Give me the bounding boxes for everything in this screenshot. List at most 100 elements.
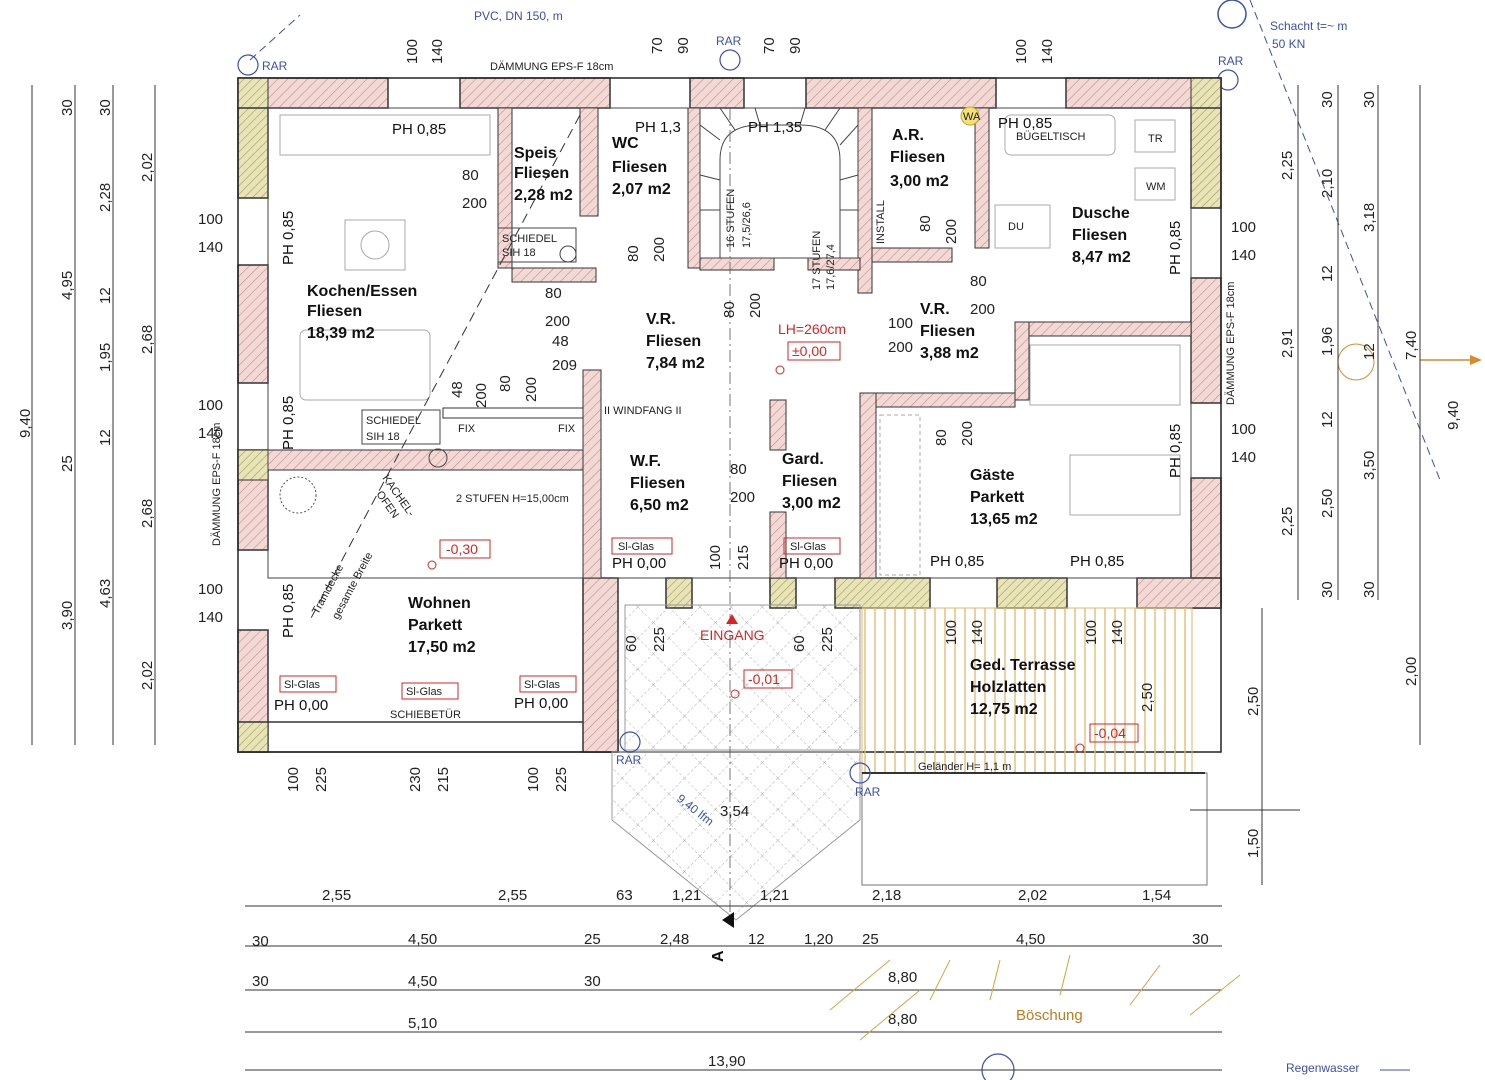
svg-text:12: 12 (1319, 265, 1336, 282)
svg-text:9,40: 9,40 (17, 409, 34, 438)
terrace-step (861, 772, 1208, 886)
glass-label: Sl-Glas (790, 541, 827, 553)
svg-text:140: 140 (198, 609, 223, 626)
room-labels: Kochen/Essen Fliesen 18,39 m2 Speis Flie… (307, 127, 1131, 718)
level-value: -0,04 (1094, 725, 1126, 741)
svg-text:Fliesen: Fliesen (612, 159, 667, 176)
svg-text:Holzlatten: Holzlatten (970, 679, 1046, 696)
svg-text:V.R.: V.R. (920, 301, 950, 318)
svg-text:3,50: 3,50 (1361, 451, 1378, 480)
svg-text:2,28: 2,28 (97, 183, 114, 212)
svg-text:100: 100 (1231, 219, 1256, 236)
svg-text:100: 100 (1083, 620, 1100, 645)
svg-text:2,02: 2,02 (139, 153, 156, 182)
ph-label: PH 1,35 (748, 119, 802, 136)
svg-text:100: 100 (285, 767, 302, 792)
entrance-label: EINGANG (700, 627, 765, 643)
svg-text:80: 80 (721, 301, 738, 318)
svg-text:200: 200 (651, 237, 668, 262)
room-wohnen: Wohnen Parkett 17,50 m2 (408, 595, 476, 656)
svg-text:3,90: 3,90 (59, 601, 76, 630)
rar-label: RAR (716, 34, 742, 48)
room-ar: A.R. Fliesen 3,00 m2 (890, 127, 949, 190)
room-wc: WC Fliesen 2,07 m2 (612, 135, 671, 198)
svg-text:1,96: 1,96 (1319, 327, 1336, 356)
arrow-head (1470, 355, 1482, 365)
svg-text:3,00 m2: 3,00 m2 (782, 495, 841, 512)
stairs-label: 16 STUFEN (725, 189, 737, 248)
svg-text:100: 100 (1013, 39, 1030, 64)
svg-text:12: 12 (97, 287, 114, 304)
svg-text:9,40: 9,40 (1445, 401, 1462, 430)
svg-text:80: 80 (545, 285, 562, 302)
glass-box (279, 675, 337, 693)
level-marker (427, 560, 437, 570)
svg-text:2,55: 2,55 (322, 887, 351, 904)
svg-text:63: 63 (616, 887, 633, 904)
svg-text:140: 140 (1109, 620, 1126, 645)
railing-label: Geländer H= 1,1 m (918, 761, 1011, 773)
svg-text:WC: WC (612, 135, 639, 152)
svg-text:100: 100 (525, 767, 542, 792)
pipe-note: PVC, DN 150, m (474, 9, 563, 23)
svg-text:V.R.: V.R. (646, 311, 676, 328)
svg-text:60: 60 (623, 635, 640, 652)
svg-text:2,02: 2,02 (139, 661, 156, 690)
svg-text:12,75 m2: 12,75 m2 (970, 701, 1038, 718)
svg-text:13,90: 13,90 (708, 1053, 746, 1070)
svg-text:1,54: 1,54 (1142, 887, 1171, 904)
svg-text:12: 12 (1361, 343, 1378, 360)
ph-label: PH 0,85 (280, 584, 297, 638)
svg-text:25: 25 (584, 931, 601, 948)
svg-text:90: 90 (787, 37, 804, 54)
svg-text:Gäste: Gäste (970, 467, 1015, 484)
svg-text:4,50: 4,50 (408, 973, 437, 990)
svg-text:140: 140 (429, 39, 446, 64)
chimney-label: SIH 18 (366, 431, 400, 443)
glass-box (611, 537, 673, 555)
chimney-box (497, 227, 577, 263)
ph-label: PH 0,00 (779, 555, 833, 572)
svg-text:48: 48 (449, 381, 466, 398)
rar-label: RAR (616, 753, 642, 767)
svg-text:2,07 m2: 2,07 m2 (612, 181, 671, 198)
svg-text:30: 30 (252, 933, 269, 950)
dims-bottom-text: 2,55 2,55 63 1,21 1,21 2,18 2,02 1,54 3,… (252, 803, 1209, 1070)
dims-right (1261, 85, 1421, 885)
glass-label: Sl-Glas (524, 679, 561, 691)
load-note: 50 KN (1272, 37, 1305, 51)
svg-text:Fliesen: Fliesen (514, 165, 569, 182)
svg-text:200: 200 (959, 421, 976, 446)
svg-text:3,54: 3,54 (720, 803, 749, 820)
glass-box (783, 537, 841, 555)
chimney-box (361, 409, 441, 445)
entrance-arrow-icon (726, 614, 738, 624)
svg-text:2,50: 2,50 (1245, 687, 1262, 716)
svg-text:1,21: 1,21 (760, 887, 789, 904)
svg-text:80: 80 (970, 273, 987, 290)
windfang-label: II WINDFANG II (604, 405, 682, 417)
insulation-label: DÄMMUNG EPS-F 18cm (490, 61, 613, 73)
sliding-door-label: SCHIEBETÜR (390, 709, 461, 721)
room-gard: Gard. Fliesen 3,00 m2 (782, 451, 841, 512)
rainwater-label: Regenwasser (1286, 1061, 1359, 1075)
rar-label: RAR (855, 785, 881, 799)
svg-text:2,18: 2,18 (872, 887, 901, 904)
glass-box (401, 682, 459, 700)
boiler-icon (960, 106, 980, 126)
svg-text:30: 30 (1319, 581, 1336, 598)
chimney-label: SCHIEDEL (502, 233, 557, 245)
svg-text:230: 230 (407, 767, 424, 792)
svg-text:100: 100 (707, 545, 724, 570)
svg-text:12: 12 (97, 429, 114, 446)
svg-text:2,68: 2,68 (139, 325, 156, 354)
svg-text:200: 200 (473, 383, 490, 408)
shaft-note: Schacht t=~ m (1270, 19, 1347, 33)
annotations: PH 0,85 PH 1,3 PH 1,35 PH 0,85 PH 0,85 P… (211, 61, 1410, 1080)
chimney-label: SIH 18 (502, 247, 536, 259)
svg-text:2,48: 2,48 (660, 931, 689, 948)
svg-text:30: 30 (59, 99, 76, 116)
svg-text:6,50 m2: 6,50 m2 (630, 497, 689, 514)
slope-hatching (829, 954, 1241, 1041)
svg-text:2,10: 2,10 (1319, 169, 1336, 198)
